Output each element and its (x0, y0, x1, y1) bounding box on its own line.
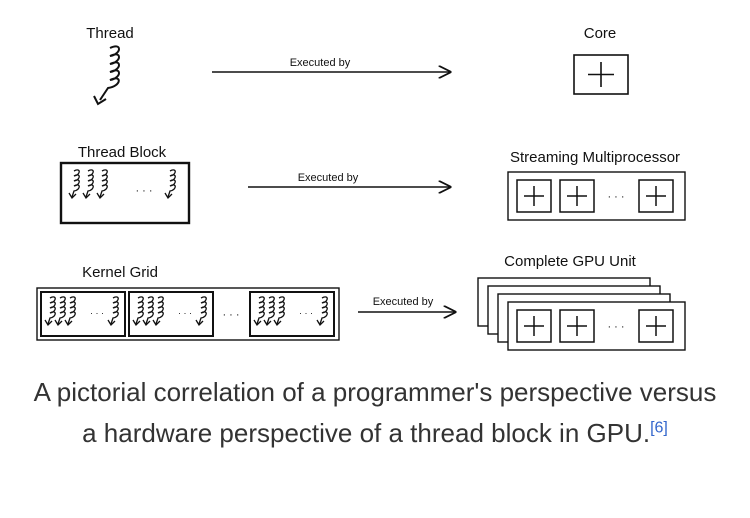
sm-box (507, 171, 686, 221)
figure-caption: A pictorial correlation of a programmer'… (25, 372, 725, 454)
thread-block-label: Thread Block (78, 144, 167, 161)
kernel-block-ellipsis-2: · · · (178, 308, 192, 318)
thread-label: Thread (86, 25, 134, 42)
thread-block-threads (68, 169, 176, 199)
kernel-grid-blocks (40, 291, 335, 337)
citation-link[interactable]: [6] (650, 419, 668, 437)
gpu-stack (477, 277, 686, 351)
gpu-ellipsis: · · · (607, 321, 624, 333)
sm-ellipsis: · · · (607, 191, 624, 203)
arrow-label-grid-gpu: Executed by (373, 296, 434, 308)
arrow-label-thread-core: Executed by (290, 57, 351, 69)
thread-squiggle (99, 45, 120, 101)
core-box (573, 54, 629, 95)
kernel-block-ellipsis-1: · · · (90, 308, 104, 318)
sm-label: Streaming Multiprocessor (510, 149, 680, 166)
kernel-grid-ellipsis: · · · (222, 309, 239, 321)
gpu-label: Complete GPU Unit (504, 253, 637, 270)
thread-block-box (59, 161, 191, 225)
kernel-grid-label: Kernel Grid (82, 264, 158, 281)
thread-hierarchy-diagram: Thread Executed by Core Thread Block · ·… (36, 25, 686, 351)
core-label: Core (584, 25, 617, 42)
core-plus-icon (588, 62, 614, 87)
sm-cores (516, 179, 674, 213)
thread-arrowhead (93, 95, 107, 106)
arrow-label-block-sm: Executed by (298, 172, 359, 184)
caption-text: A pictorial correlation of a programmer'… (33, 377, 717, 448)
kernel-block-ellipsis-3: · · · (299, 308, 313, 318)
thread-block-ellipsis: · · · (135, 185, 152, 197)
kernel-grid-box (36, 287, 340, 341)
